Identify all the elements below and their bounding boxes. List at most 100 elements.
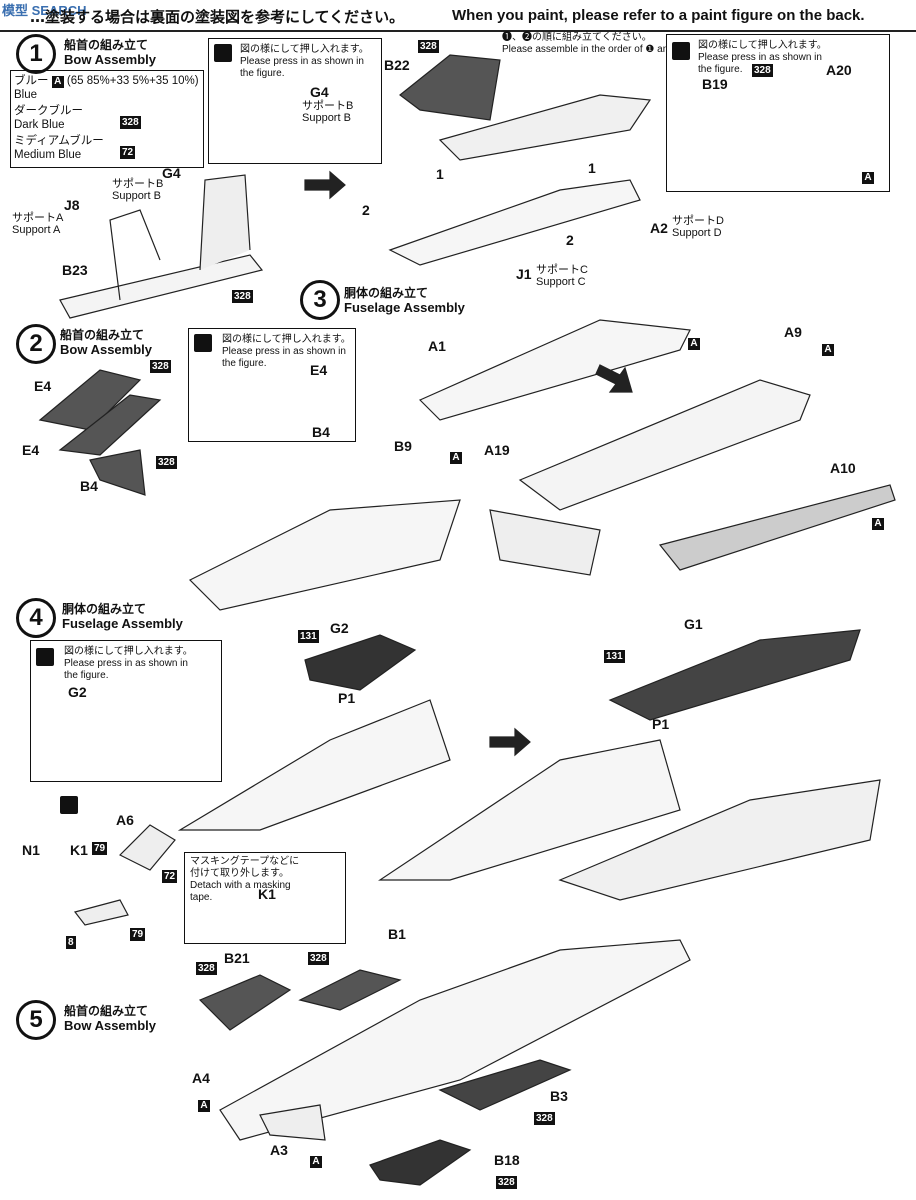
legend-blue-mix: (65 85%+33 5%+35 10%) <box>66 75 199 87</box>
part-label-g1: G1 <box>684 616 703 632</box>
support-c-jp: サポートC <box>536 264 588 276</box>
step-4-note-jp: 図の様にして押し入れます。 <box>64 646 193 657</box>
legend-medblue-ref: 72 <box>120 146 136 159</box>
part-label-b19: B19 <box>702 76 728 92</box>
order-note-en: Please assemble in the order of ❶ and ❷. <box>502 44 689 55</box>
part-label-a19: A19 <box>484 442 510 458</box>
step-2-number: 2 <box>16 324 56 364</box>
paint-328-e4a: 328 <box>150 360 171 373</box>
part-label-n1: N1 <box>22 842 40 858</box>
paint-8-n1: 8 <box>66 936 76 949</box>
step-1-note-box-right <box>666 34 890 192</box>
press-fit-icon-3 <box>194 334 212 352</box>
legend-medblue-jp: ミディアムブルー <box>14 135 104 147</box>
paint-328-b22: 328 <box>418 40 439 53</box>
support-b-jp: サポートB <box>112 178 164 190</box>
legend-darkblue-jp: ダークブルー <box>14 105 83 117</box>
support-d-jp: サポートD <box>672 215 724 227</box>
part-label-k1: K1 <box>70 842 88 858</box>
tape-note-jp-2: 付けて取り外します。 <box>190 868 289 879</box>
press-fit-icon <box>214 44 232 62</box>
legend-medblue-en: Medium Blue <box>14 149 82 161</box>
paint-79-k1: 79 <box>92 842 108 855</box>
paint-a-a3: A <box>310 1156 322 1168</box>
part-label-b4-note: B4 <box>312 424 330 440</box>
paint-79-n1: 79 <box>130 928 146 941</box>
step-1-note-en-1: Please press in as shown in <box>240 56 364 67</box>
paint-a-a4: A <box>198 1100 210 1112</box>
order-mark-2a: 2 <box>362 202 370 218</box>
step-2-note-en-1: Please press in as shown in <box>222 346 346 357</box>
step-2-note-box <box>188 328 356 442</box>
part-label-a2: A2 <box>650 220 668 236</box>
part-label-b23: B23 <box>62 262 88 278</box>
part-label-b4: B4 <box>80 478 98 494</box>
support-b-en: Support B <box>112 190 161 202</box>
step-2-title-jp: 船首の組み立て <box>60 328 145 342</box>
part-label-a10: A10 <box>830 460 856 476</box>
step-4-title-jp: 胴体の組み立て <box>62 602 147 616</box>
paint-72-a6: 72 <box>162 870 178 883</box>
legend-darkblue-en: Dark Blue <box>14 119 65 131</box>
part-label-p1-right: P1 <box>652 716 670 732</box>
step-3-title-en: Fuselage Assembly <box>344 300 465 315</box>
part-label-g4-note: G4 <box>310 84 329 100</box>
legend-blue-en: Blue <box>14 89 38 101</box>
support-a-en: Support A <box>12 224 61 236</box>
step-4-number: 4 <box>16 598 56 638</box>
tape-note-en-2: tape. <box>190 892 213 903</box>
paint-a-a20: A <box>862 172 874 184</box>
paint-328-b4: 328 <box>156 456 177 469</box>
part-label-a9: A9 <box>784 324 802 340</box>
legend-blue-ref: A <box>51 76 64 88</box>
step-4-note-box <box>30 640 222 782</box>
support-b-en-note: Support B <box>302 112 351 124</box>
legend-darkblue-ref: 328 <box>120 116 141 129</box>
part-label-e4b: E4 <box>22 442 40 458</box>
paint-a-a2: A <box>688 338 700 350</box>
paint-legend <box>10 70 204 168</box>
part-label-p1: P1 <box>338 690 356 706</box>
part-label-e4-note: E4 <box>310 362 328 378</box>
part-label-a20: A20 <box>826 62 852 78</box>
paint-icon <box>60 796 78 814</box>
part-label-b21: B21 <box>224 950 250 966</box>
order-mark-1b: 1 <box>436 166 444 182</box>
step-1-note2-en-2: the figure. <box>698 64 743 75</box>
press-fit-icon-4 <box>36 648 54 666</box>
step-4-note-en-1: Please press in as shown in <box>64 658 188 669</box>
order-note-jp: ❶、❷の順に組み立てください。 <box>502 32 652 43</box>
part-label-b3: B3 <box>550 1088 568 1104</box>
support-d-en: Support D <box>672 227 722 239</box>
part-label-b18: B18 <box>494 1152 520 1168</box>
part-label-g4: G4 <box>162 165 181 181</box>
header-bar <box>0 0 916 32</box>
step-4-title-en: Fuselage Assembly <box>62 616 183 631</box>
tape-note-en-1: Detach with a masking <box>190 880 291 891</box>
paint-131-g1: 131 <box>604 650 625 663</box>
step-4-note-en-2: the figure. <box>64 670 109 681</box>
part-label-j8: J8 <box>64 197 80 213</box>
tape-note-jp-1: マスキングテープなどに <box>190 856 300 867</box>
step-1-note2-jp: 図の様にして押し入れます。 <box>698 40 827 51</box>
paint-328-b23: 328 <box>232 290 253 303</box>
part-label-a3: A3 <box>270 1142 288 1158</box>
step-3-title-jp: 胴体の組み立て <box>344 286 429 300</box>
order-mark-2b: 2 <box>566 232 574 248</box>
step-1-title-jp: 船首の組み立て <box>64 38 149 52</box>
step-5-title-jp: 船首の組み立て <box>64 1004 149 1018</box>
part-label-b1: B1 <box>388 926 406 942</box>
part-label-b22: B22 <box>384 57 410 73</box>
step-1-number: 1 <box>16 34 56 74</box>
step-5-title-en: Bow Assembly <box>64 1018 156 1033</box>
support-b-jp-note: サポートB <box>302 100 354 112</box>
header-english-note: When you paint, please refer to a paint … <box>452 7 865 24</box>
part-label-k1-note: K1 <box>258 886 276 902</box>
step-1-note2-en-1: Please press in as shown in <box>698 52 822 63</box>
paint-328-b18: 328 <box>496 1176 517 1189</box>
order-mark-1a: 1 <box>588 160 596 176</box>
watermark: 模型 SEARCH <box>2 3 87 18</box>
paint-328-b1: 328 <box>308 952 329 965</box>
step-1-note-jp: 図の様にして押し入れます。 <box>240 44 369 55</box>
step-2-note-jp: 図の様にして押し入れます。 <box>222 334 351 345</box>
